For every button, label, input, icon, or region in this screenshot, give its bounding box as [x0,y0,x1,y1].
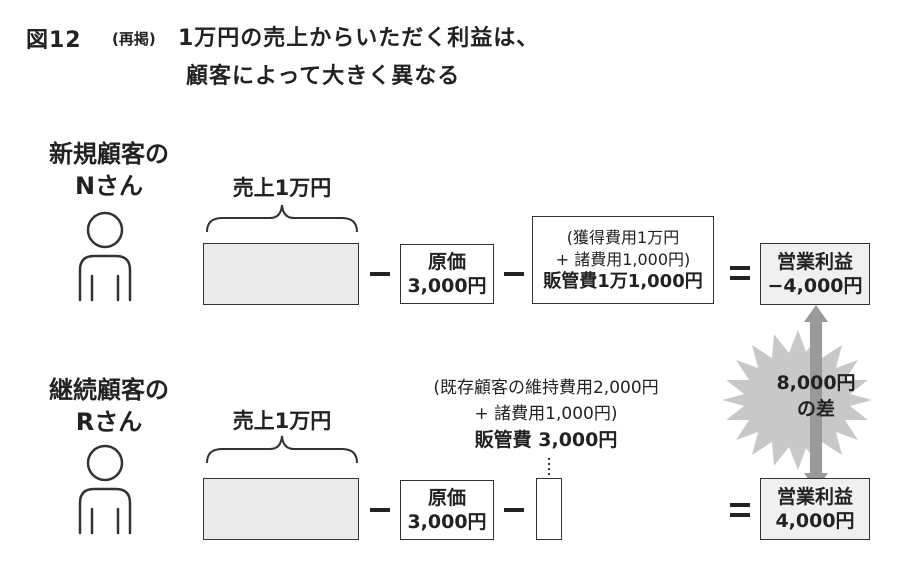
person-icon-existing-customer [78,444,132,535]
existing-minus-1 [370,508,390,512]
existing-profit-value: 4,000円 [775,510,855,532]
new-equals-top [730,266,750,270]
existing-cost-value: 3,000円 [407,511,487,533]
existing-sga-label: 販管費 3,000円 [474,429,618,451]
brace-existing-sales [206,435,358,464]
existing-customer-name-line2: Rさん [75,408,143,436]
title-line-2: 顧客によって大きく異なる [186,64,461,89]
title-line-1: 1万円の売上からいただく利益は、 [178,26,540,51]
existing-sga-box [536,478,562,540]
existing-sales-box [203,478,359,540]
new-cost-value: 3,000円 [407,275,487,297]
existing-profit-box: 営業利益 4,000円 [760,478,870,540]
new-minus-2 [504,272,524,276]
new-customer-name-line1: 新規顧客の [49,140,169,168]
difference-label: 8,000円 の差 [758,370,874,422]
new-minus-1 [370,272,390,276]
new-cost-box: 原価 3,000円 [400,244,494,304]
difference-burst [722,330,872,470]
new-equals-bottom [730,276,750,280]
new-profit-label: 営業利益 [776,251,853,273]
new-sales-label: 売上1万円 [232,176,332,200]
existing-sga-note-line2: + 諸費用1,000円) [474,404,618,424]
person-icon-new-customer [78,211,132,302]
new-sga-label: 販管費1万1,000円 [543,271,703,292]
existing-sales-label: 売上1万円 [232,409,332,433]
brace-new-sales [206,204,358,233]
new-sga-box: (獲得費用1万円 + 諸費用1,000円) 販管費1万1,000円 [532,216,714,304]
difference-line2: の差 [796,398,835,420]
existing-cost-label: 原価 [427,487,466,509]
existing-equals-bottom [730,513,750,517]
existing-cost-box: 原価 3,000円 [400,480,494,540]
existing-profit-label: 営業利益 [776,486,853,508]
figure-label: 図12 [26,28,82,53]
existing-minus-2 [504,508,524,512]
new-profit-value: −4,000円 [767,275,863,297]
existing-customer-name-line1: 継続顧客の [49,376,169,404]
existing-equals-top [730,503,750,507]
title-paren-note: (再掲) [112,30,156,48]
new-cost-label: 原価 [427,251,466,273]
new-customer-name-line2: Nさん [74,172,144,200]
new-sales-box [203,243,359,305]
new-sga-note-line2: + 諸費用1,000円) [555,250,691,269]
existing-sga-note-line1: (既存顧客の維持費用2,000円 [433,378,659,398]
difference-line1: 8,000円 [776,372,856,394]
new-profit-box: 営業利益 −4,000円 [760,243,870,305]
new-sga-note-line1: (獲得費用1万円 [566,228,680,247]
